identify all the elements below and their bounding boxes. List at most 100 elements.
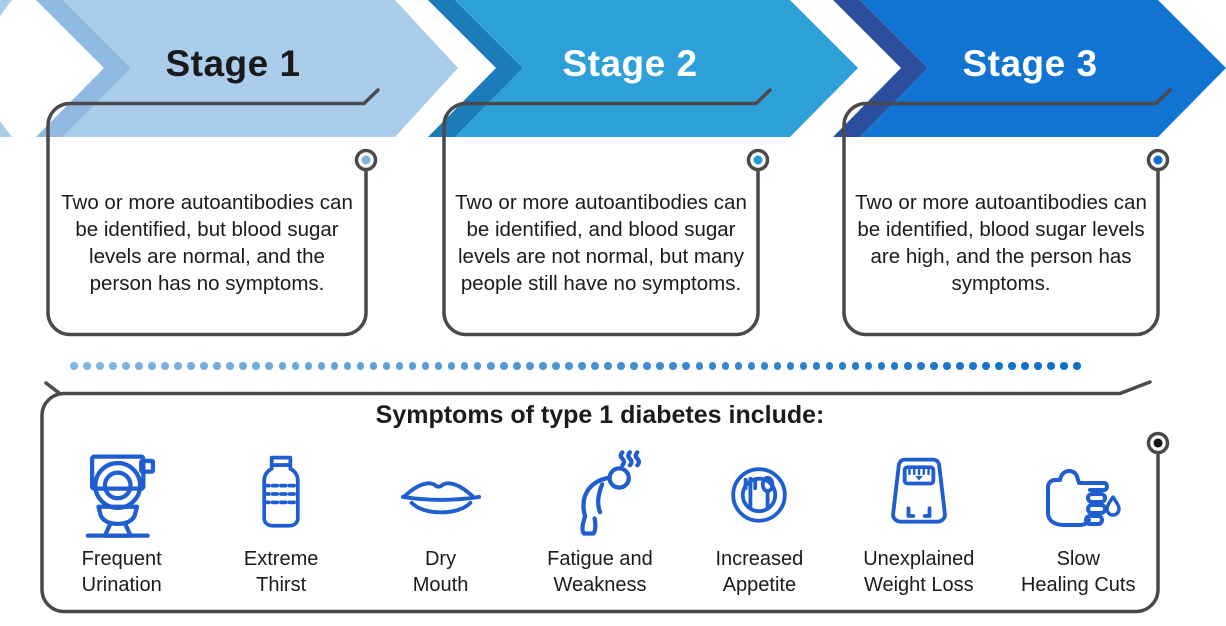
symptom-item-increased-appetite: Increased Appetite xyxy=(680,444,839,598)
divider-dot xyxy=(1060,362,1068,370)
scale-icon xyxy=(876,444,962,544)
stage2-connector-dot xyxy=(753,155,763,165)
divider-dot xyxy=(956,362,964,370)
edge-wedge-bottom-icon xyxy=(0,121,12,137)
divider-dot xyxy=(591,362,599,370)
divider-dot xyxy=(825,362,834,370)
stage1-connector-dot xyxy=(361,155,371,165)
symptoms-title: Symptoms of type 1 diabetes include: xyxy=(375,401,825,429)
divider-dot xyxy=(734,362,743,370)
divider-dot xyxy=(500,362,508,370)
divider-dot xyxy=(943,362,951,370)
divider-dot xyxy=(434,362,443,370)
divider-dot xyxy=(83,362,91,370)
symptom-label: Dry Mouth xyxy=(412,548,469,596)
plate-icon xyxy=(716,444,802,544)
symptom-label: Fatigue and Weakness xyxy=(547,548,653,596)
stage3-title: Stage 3 xyxy=(962,43,1098,84)
divider-dot xyxy=(252,362,260,370)
divider-dot xyxy=(552,362,560,370)
divider-dot xyxy=(70,362,78,370)
divider-dot xyxy=(317,362,326,370)
divider-dot xyxy=(174,362,182,370)
divider-dot xyxy=(526,362,534,370)
divider-dot xyxy=(917,362,925,370)
divider-dot xyxy=(291,362,300,370)
symptom-item-extreme-thirst: Extreme Thirst xyxy=(201,444,360,598)
symptom-item-fatigue-weakness: Fatigue and Weakness xyxy=(520,444,679,598)
symptoms-row: Frequent Urination Extreme Thirst xyxy=(42,444,1158,598)
divider-dot xyxy=(799,362,808,370)
stage2-connector-node xyxy=(746,148,770,172)
hand-icon xyxy=(1033,444,1123,544)
divider-dot xyxy=(877,362,886,370)
dotted-divider xyxy=(70,362,1082,370)
divider-dot xyxy=(200,362,208,370)
divider-dot xyxy=(1008,362,1016,370)
divider-dot xyxy=(109,362,117,370)
divider-dot xyxy=(695,362,703,370)
divider-dot xyxy=(539,362,547,370)
divider-dot xyxy=(278,362,286,370)
lips-icon xyxy=(397,444,485,544)
symptom-label: Frequent Urination xyxy=(81,548,162,596)
divider-dot xyxy=(382,362,391,370)
divider-dot xyxy=(265,362,273,370)
symptom-label: Slow Healing Cuts xyxy=(1020,548,1136,596)
divider-dot xyxy=(304,362,313,370)
symptom-item-frequent-urination: Frequent Urination xyxy=(42,444,201,598)
divider-dot xyxy=(786,362,795,370)
divider-dot xyxy=(604,362,612,370)
edge-wedge-top-icon xyxy=(0,0,12,16)
toilet-icon xyxy=(74,444,170,544)
stage3-description: Two or more autoantibodies can be identi… xyxy=(855,191,1147,295)
divider-dot xyxy=(969,362,977,370)
divider-dot xyxy=(851,362,860,370)
divider-dot xyxy=(773,362,782,370)
symptom-item-slow-healing: Slow Healing Cuts xyxy=(999,444,1158,598)
symptom-item-weight-loss: Unexplained Weight Loss xyxy=(839,444,998,598)
divider-dot xyxy=(395,362,404,370)
divider-dot xyxy=(187,362,195,370)
divider-dot xyxy=(239,362,247,370)
divider-dot xyxy=(864,362,873,370)
divider-dot xyxy=(408,362,417,370)
divider-dot xyxy=(226,362,234,370)
divider-dot xyxy=(343,362,352,370)
symptom-label: Extreme Thirst xyxy=(243,548,319,596)
stage3-connector-node xyxy=(1146,148,1170,172)
fatigue-icon xyxy=(552,444,648,544)
divider-dot xyxy=(1047,362,1055,370)
divider-dot xyxy=(838,362,847,370)
symptom-label: Unexplained Weight Loss xyxy=(863,548,975,596)
divider-dot xyxy=(1073,362,1081,370)
divider-dot xyxy=(578,362,586,370)
divider-dot xyxy=(421,362,430,370)
divider-dot xyxy=(890,362,899,370)
divider-dot xyxy=(904,362,912,370)
divider-dot xyxy=(369,362,378,370)
divider-dot xyxy=(643,362,651,370)
divider-dot xyxy=(356,362,365,370)
divider-dot xyxy=(1034,362,1042,370)
divider-dot xyxy=(682,362,690,370)
divider-dot xyxy=(656,362,664,370)
stage2-description: Two or more autoantibodies can be identi… xyxy=(455,191,747,295)
symptom-item-dry-mouth: Dry Mouth xyxy=(361,444,520,598)
divider-dot xyxy=(995,362,1003,370)
stage1-connector-node xyxy=(354,148,378,172)
symptom-label: Increased Appetite xyxy=(715,548,804,596)
divider-dot xyxy=(930,362,938,370)
divider-dot xyxy=(213,362,221,370)
divider-dot xyxy=(617,362,625,370)
divider-dot xyxy=(487,362,495,370)
divider-dot xyxy=(330,362,339,370)
divider-dot xyxy=(148,362,156,370)
divider-dot xyxy=(721,362,730,370)
divider-dot xyxy=(122,362,130,370)
divider-dot xyxy=(630,362,638,370)
divider-dot xyxy=(708,362,717,370)
divider-dot xyxy=(760,362,769,370)
divider-dot xyxy=(513,362,521,370)
